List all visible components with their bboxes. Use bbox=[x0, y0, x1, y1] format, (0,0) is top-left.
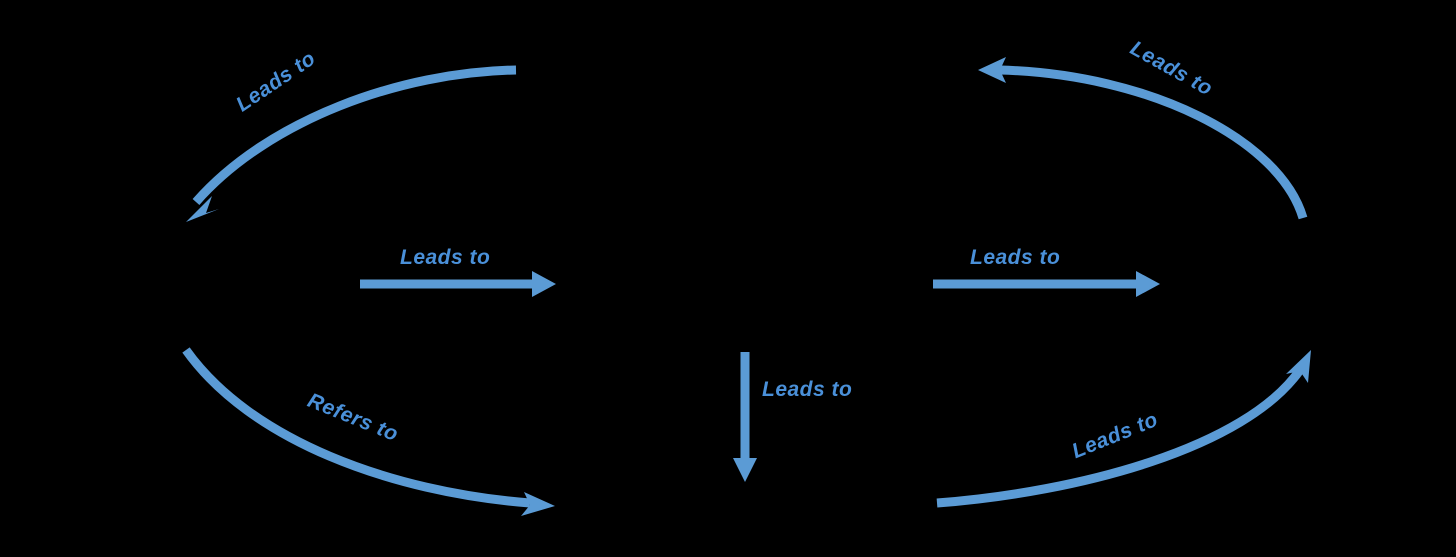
label-center-vertical-straight: Leads to bbox=[762, 378, 853, 401]
left-top-arc-head bbox=[186, 196, 219, 222]
left-middle-head bbox=[532, 271, 556, 297]
right-middle-straight bbox=[933, 271, 1160, 297]
left-bottom-arc-shaft bbox=[182, 347, 531, 508]
right-top-arc-shaft bbox=[999, 65, 1308, 220]
right-bottom-arc-head bbox=[1286, 350, 1311, 383]
left-top-arc-shaft bbox=[192, 65, 517, 205]
left-middle-straight bbox=[360, 271, 556, 297]
right-bottom-arc bbox=[936, 350, 1311, 508]
label-right-middle-straight: Leads to bbox=[970, 246, 1061, 269]
right-middle-head bbox=[1136, 271, 1160, 297]
right-top-arc-head bbox=[978, 57, 1006, 83]
label-left-middle-straight: Leads to bbox=[400, 246, 491, 269]
center-vertical-straight bbox=[733, 352, 757, 482]
left-bottom-arc-head bbox=[521, 492, 555, 516]
center-vertical-head bbox=[733, 458, 757, 482]
right-top-arc bbox=[978, 57, 1308, 220]
left-top-arc bbox=[186, 65, 517, 222]
left-bottom-arc bbox=[182, 347, 555, 516]
right-bottom-arc-shaft bbox=[936, 367, 1304, 508]
